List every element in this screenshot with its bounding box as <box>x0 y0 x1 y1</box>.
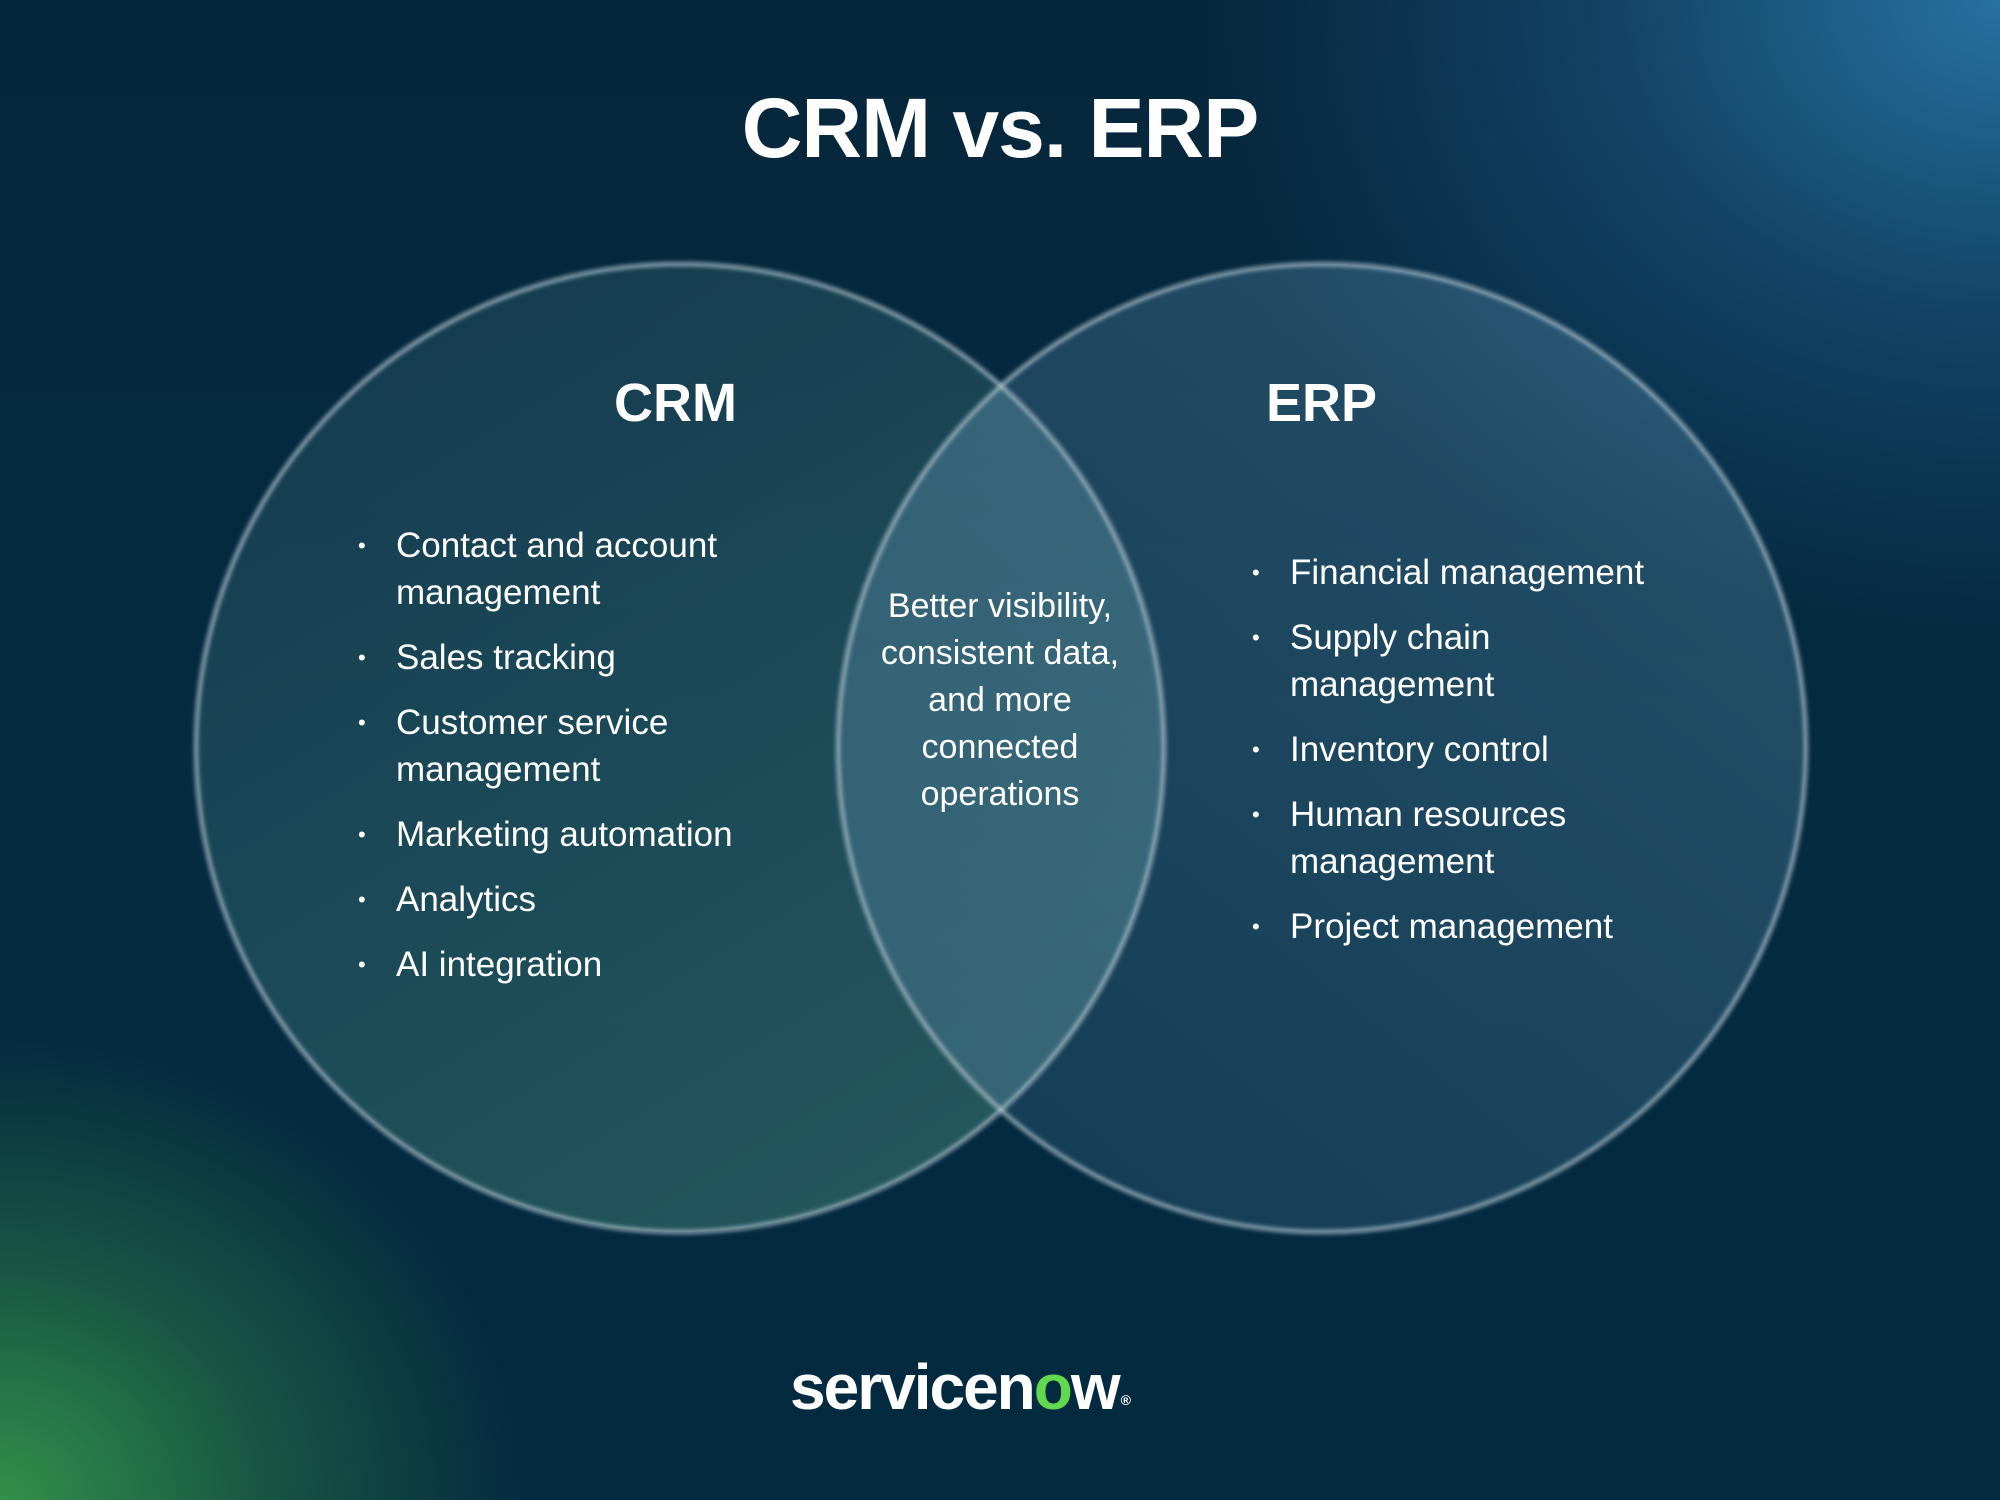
erp-feature-label: Human resources management <box>1290 795 1567 881</box>
crm-feature-item: • AI integration <box>358 941 778 988</box>
erp-feature-item: • Project management <box>1252 903 1672 950</box>
bullet-icon: • <box>1252 560 1260 585</box>
crm-feature-list: • Contact and account management • Sales t… <box>358 522 778 1006</box>
erp-feature-item: • Inventory control <box>1252 726 1672 773</box>
bullet-icon: • <box>1252 802 1260 827</box>
erp-feature-label: Supply chain management <box>1290 618 1495 704</box>
registered-mark: ® <box>1120 1392 1131 1408</box>
crm-feature-label: Marketing automation <box>396 815 733 854</box>
erp-feature-item: • Financial management <box>1252 549 1672 596</box>
diagram-title: CRM vs. ERP <box>741 81 1259 175</box>
crm-feature-item: • Marketing automation <box>358 811 778 858</box>
crm-feature-label: Contact and account management <box>396 526 718 612</box>
servicenow-logo: servicenow® <box>790 1350 1131 1424</box>
crm-feature-item: • Customer service management <box>358 699 778 793</box>
bullet-icon: • <box>1252 914 1260 939</box>
crm-title: CRM <box>614 373 737 433</box>
crm-feature-label: Analytics <box>396 880 537 919</box>
erp-circle-outline <box>836 262 1808 1234</box>
crm-feature-label: AI integration <box>396 945 603 984</box>
erp-feature-list: • Financial management • Supply chain mana… <box>1252 549 1672 968</box>
crm-feature-item: • Analytics <box>358 876 778 923</box>
bullet-icon: • <box>1252 625 1260 650</box>
logo-text-end: w <box>1070 1351 1121 1423</box>
erp-feature-label: Inventory control <box>1290 730 1549 769</box>
bullet-icon: • <box>358 952 366 977</box>
bullet-icon: • <box>358 710 366 735</box>
bullet-icon: • <box>358 887 366 912</box>
bullet-icon: • <box>1252 737 1260 762</box>
erp-feature-label: Financial management <box>1290 553 1645 592</box>
logo-o-mark-icon: o <box>1033 1351 1073 1423</box>
erp-circle <box>838 264 1806 1232</box>
logo-text-start: servicen <box>790 1351 1036 1423</box>
overlap-region <box>838 264 1164 1232</box>
crm-circle-outline <box>194 262 1166 1234</box>
crm-feature-item: • Sales tracking <box>358 634 778 681</box>
crm-feature-label: Customer service management <box>396 703 669 789</box>
erp-feature-item: • Supply chain management <box>1252 614 1672 708</box>
crm-feature-item: • Contact and account management <box>358 522 778 616</box>
erp-title: ERP <box>1266 373 1378 433</box>
bullet-icon: • <box>358 533 366 558</box>
overlap-text: Better visibility, consistent data, and … <box>880 587 1120 813</box>
bullet-icon: • <box>358 822 366 847</box>
crm-feature-label: Sales tracking <box>396 638 616 677</box>
erp-feature-label: Project management <box>1290 907 1613 946</box>
bullet-icon: • <box>358 645 366 670</box>
erp-feature-item: • Human resources management <box>1252 791 1672 885</box>
